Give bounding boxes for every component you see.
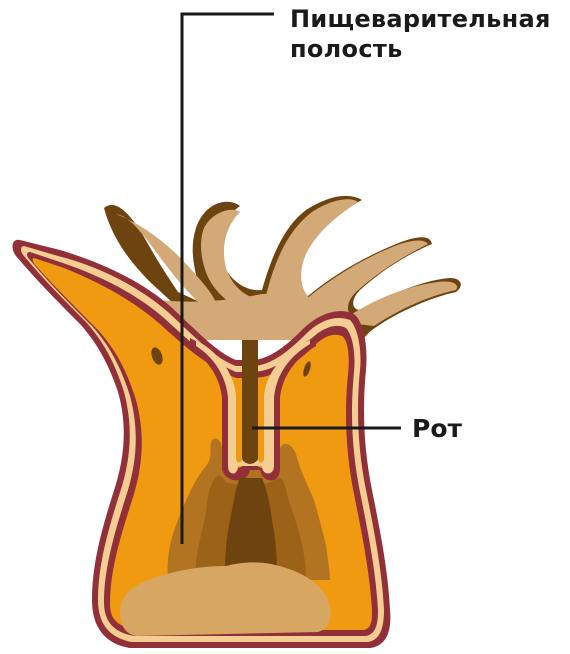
label-digestive-cavity-line2: полость xyxy=(290,34,551,64)
mouth-opening xyxy=(242,340,258,464)
label-digestive-cavity: Пищеварительная полость xyxy=(290,4,551,64)
label-mouth: Рот xyxy=(412,414,462,444)
label-digestive-cavity-line1: Пищеварительная xyxy=(290,4,551,34)
